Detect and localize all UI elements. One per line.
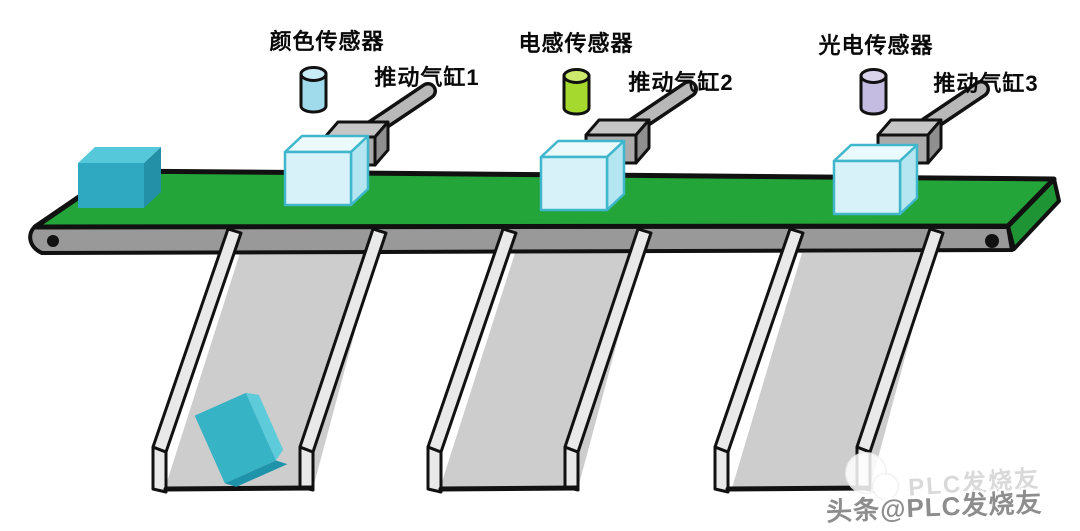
roller-dot-left [47, 235, 59, 247]
box-front-face [539, 155, 609, 212]
box-front-face [194, 392, 276, 484]
roller-dot-right [985, 234, 999, 248]
chute-end-cap-right [298, 445, 315, 492]
frame-front-face [28, 224, 1014, 255]
sorted-box-chute-1 [194, 392, 288, 487]
chute-walls [151, 227, 945, 454]
watermark-logo-icon-small [872, 473, 899, 500]
box-front-face [832, 159, 902, 216]
sensor-top [562, 68, 591, 84]
chute-front-edge [725, 485, 872, 492]
box-front-face [283, 150, 353, 207]
conveyor-frame [28, 224, 1014, 255]
photoelectric-sensor [859, 68, 888, 116]
label-photoelectric-sensor: 光电传感器 [818, 33, 934, 58]
chute-front-edge [438, 485, 580, 492]
sensor-body [562, 74, 591, 116]
workpiece-box-station-2 [539, 139, 626, 212]
sensor-top [299, 66, 328, 82]
sensor-body [299, 72, 328, 114]
label-push-cylinder-3: 推动气缸3 [933, 71, 1039, 96]
inductive-sensor [562, 68, 591, 116]
chute-2-wall-right [563, 227, 653, 454]
chute-front-edge [163, 485, 315, 492]
chute-end-cap-right [563, 445, 580, 492]
box-side-face [245, 392, 284, 461]
label-push-cylinder-2: 推动气缸2 [628, 70, 734, 95]
chute-2-wall-left [426, 227, 518, 454]
color-sensor [299, 66, 328, 114]
sensor-top [859, 68, 888, 84]
chute-floor [440, 253, 641, 488]
workpiece-box-teal [78, 147, 161, 208]
workpiece-box-station-1 [283, 134, 370, 207]
label-color-sensor: 颜色传感器 [269, 29, 385, 54]
chute-1-wall-left [151, 227, 243, 454]
label-push-cylinder-1: 推动气缸1 [374, 65, 480, 90]
chute-3-wall-left [713, 227, 805, 454]
chute-end-cap-left [151, 445, 168, 494]
chute-end-cap-left [426, 445, 443, 494]
workpiece-box-station-3 [832, 143, 919, 216]
box-side-face [144, 147, 161, 208]
sensor-body [859, 74, 888, 116]
box-top-face [78, 147, 161, 163]
chute-end-cap-left [713, 445, 730, 494]
chute-1-wall-right [298, 227, 388, 454]
box-front-face [78, 163, 144, 208]
box-bottom-face [224, 460, 288, 487]
chute-floor [732, 253, 933, 488]
label-inductive-sensor: 电感传感器 [518, 31, 634, 56]
